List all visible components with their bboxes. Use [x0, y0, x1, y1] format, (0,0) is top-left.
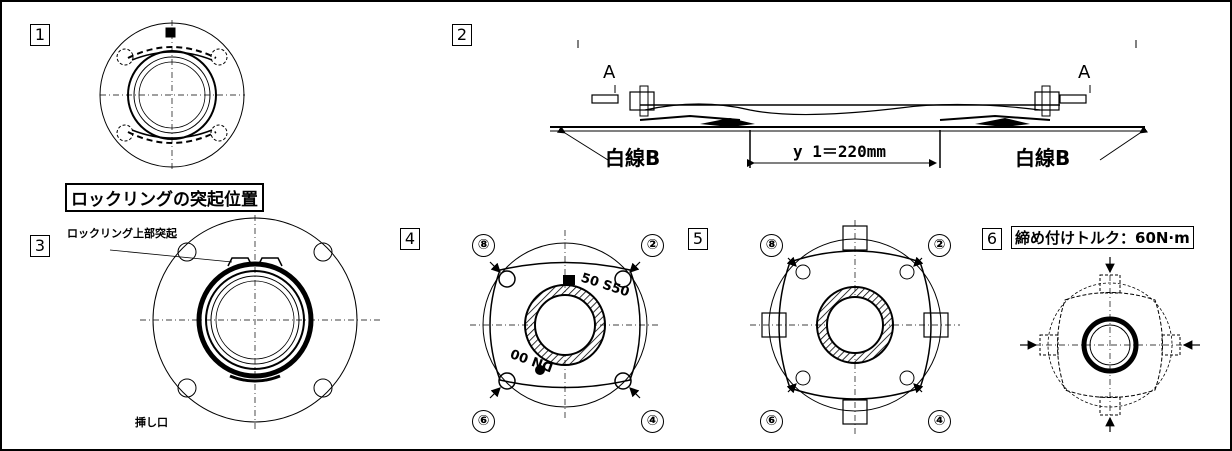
step-number-3: 3 [30, 235, 50, 257]
step4-flange-drawing [470, 230, 660, 420]
bolt-mark-8: ⑧ [760, 234, 783, 257]
step-number-4: 4 [400, 228, 420, 250]
bolt-mark-6: ⑥ [760, 410, 783, 433]
step-number-2: 2 [452, 24, 472, 46]
locking-ring-top-label: ロックリング上部突起 [67, 227, 177, 240]
step5-flange-drawing [750, 220, 960, 435]
bolt-mark-2: ② [928, 234, 951, 257]
spigot-label: 挿し口 [135, 416, 168, 429]
step-number-6: 6 [982, 228, 1002, 250]
step-number-1: 1 [30, 24, 50, 46]
white-line-b-right: 白線B [1015, 146, 1071, 170]
tightening-torque-label: 締め付けトルク：60N·m [1011, 226, 1194, 249]
white-line-b-left: 白線B [605, 146, 661, 170]
step3-flange-drawing [109, 215, 380, 430]
step2-section-drawing [550, 40, 1149, 168]
step6-flange-drawing [1020, 257, 1200, 432]
step-number-5: 5 [688, 228, 708, 250]
bolt-mark-2: ② [641, 234, 664, 257]
bolt-mark-8: ⑧ [472, 234, 495, 257]
dimension-y1: y 1＝220mm [793, 142, 887, 161]
label-a-left: A [603, 62, 616, 83]
bolt-mark-4: ④ [641, 410, 664, 433]
label-a-right: A [1078, 62, 1091, 83]
bolt-mark-6: ⑥ [472, 410, 495, 433]
step1-flange-drawing [99, 20, 245, 170]
bolt-mark-4: ④ [928, 410, 951, 433]
locking-ring-caption: ロックリングの突起位置 [65, 183, 264, 212]
